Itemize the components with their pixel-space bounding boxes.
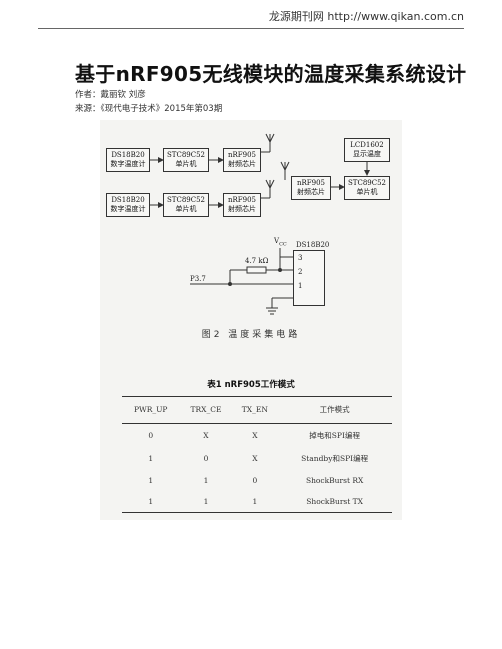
block-label: STC89C52 xyxy=(167,196,205,204)
table-cell: 掉电和SPI编程 xyxy=(309,431,360,440)
source-line: 来源：《现代电子技术》2015年第03期 xyxy=(75,104,223,114)
lcd-block: LCD1602 显示温度 xyxy=(344,138,390,162)
table-cell: ShockBurst RX xyxy=(305,476,364,485)
table-cell: 1 xyxy=(252,497,258,506)
header-divider xyxy=(38,28,464,29)
block-label: 数字温度计 xyxy=(110,160,146,168)
port-label: P3.7 xyxy=(190,275,206,283)
block-label: DS18B20 xyxy=(111,196,145,204)
table-cell: X xyxy=(252,431,258,440)
vcc-text: V xyxy=(274,237,280,245)
table-row: 1 0 X Standby和SPI编程 xyxy=(122,447,392,470)
table-header-row: PWR_UP TRX_CE TX_EN 工作模式 xyxy=(122,396,392,424)
block-label: 射频芯片 xyxy=(228,160,256,168)
table-cell: 0 xyxy=(148,431,154,440)
chip-label: DS18B20 xyxy=(296,241,330,249)
block-label: DS18B20 xyxy=(111,151,145,159)
antenna-icon xyxy=(260,179,275,199)
column-header: TRX_CE xyxy=(190,405,222,414)
table-cell: ShockBurst TX xyxy=(306,497,363,506)
pin-label: 2 xyxy=(298,268,303,276)
block-label: nRF905 xyxy=(228,196,256,204)
table-cell: 0 xyxy=(252,476,258,485)
sensor-block: DS18B20 数字温度计 xyxy=(106,148,150,172)
column-header: 工作模式 xyxy=(319,405,350,414)
table-cell: 1 xyxy=(203,497,209,506)
block-label: 单片机 xyxy=(175,160,197,168)
rf-block: nRF905 射频芯片 xyxy=(223,193,261,217)
mcu-block: STC89C52 单片机 xyxy=(344,176,390,200)
table-cell: X xyxy=(203,431,209,440)
antenna-icon xyxy=(280,161,290,180)
site-header[interactable]: 龙源期刊网 http://www.qikan.com.cn xyxy=(268,10,464,23)
pin-label: 3 xyxy=(298,254,303,262)
block-label: STC89C52 xyxy=(348,179,386,187)
table-cell: Standby和SPI编程 xyxy=(301,454,369,463)
ds18b20-chip: 3 2 1 xyxy=(293,250,325,306)
table-row: 0 X X 掉电和SPI编程 xyxy=(122,424,392,448)
table-row: 1 1 1 ShockBurst TX xyxy=(122,491,392,513)
block-label: 显示温度 xyxy=(353,150,381,158)
table-cell: 1 xyxy=(148,454,154,463)
rf-block: nRF905 射频芯片 xyxy=(223,148,261,172)
block-label: nRF905 xyxy=(297,179,325,187)
column-header: TX_EN xyxy=(241,405,268,414)
circuit-wiring xyxy=(190,248,293,308)
table-cell: 1 xyxy=(148,497,154,506)
block-label: 数字温度计 xyxy=(110,205,146,213)
block-label: LCD1602 xyxy=(350,141,384,149)
block-label: STC89C52 xyxy=(167,151,205,159)
junction-dot xyxy=(278,268,282,272)
table-caption: 表1 nRF905工作模式 xyxy=(207,380,295,390)
table-cell: 0 xyxy=(203,454,209,463)
mcu-block: STC89C52 单片机 xyxy=(163,148,209,172)
diagram-wiring xyxy=(145,133,370,315)
column-header: PWR_UP xyxy=(133,405,168,414)
ground-icon xyxy=(266,307,278,315)
sensor-block: DS18B20 数字温度计 xyxy=(106,193,150,217)
author-line: 作者：戴丽钦 刘彦 xyxy=(75,90,146,100)
table-cell: 1 xyxy=(203,476,209,485)
rf-block: nRF905 射频芯片 xyxy=(291,176,331,200)
figure-caption: 图2 温度采集电路 xyxy=(201,330,301,340)
mcu-block: STC89C52 单片机 xyxy=(163,193,209,217)
modes-table: PWR_UP TRX_CE TX_EN 工作模式 0 X X 掉电和SPI编程 … xyxy=(122,396,392,513)
antenna-icon xyxy=(260,133,275,153)
junction-dot xyxy=(228,282,232,286)
vcc-subscript: CC xyxy=(279,241,287,248)
block-label: 射频芯片 xyxy=(228,205,256,213)
pin-label: 1 xyxy=(298,282,303,290)
table-cell: 1 xyxy=(148,476,154,485)
block-label: 射频芯片 xyxy=(297,188,325,196)
block-label: nRF905 xyxy=(228,151,256,159)
figure-panel: DS18B20 数字温度计 STC89C52 单片机 nRF905 射频芯片 D… xyxy=(100,120,402,520)
block-label: 单片机 xyxy=(356,188,378,196)
resistor-symbol xyxy=(246,266,267,274)
table-cell: X xyxy=(252,454,258,463)
table-row: 1 1 0 ShockBurst RX xyxy=(122,470,392,491)
vcc-label: VCC xyxy=(274,237,287,247)
resistor-label: 4.7 kΩ xyxy=(245,257,269,265)
article-title: 基于nRF905无线模块的温度采集系统设计 xyxy=(75,62,467,86)
block-label: 单片机 xyxy=(175,205,197,213)
